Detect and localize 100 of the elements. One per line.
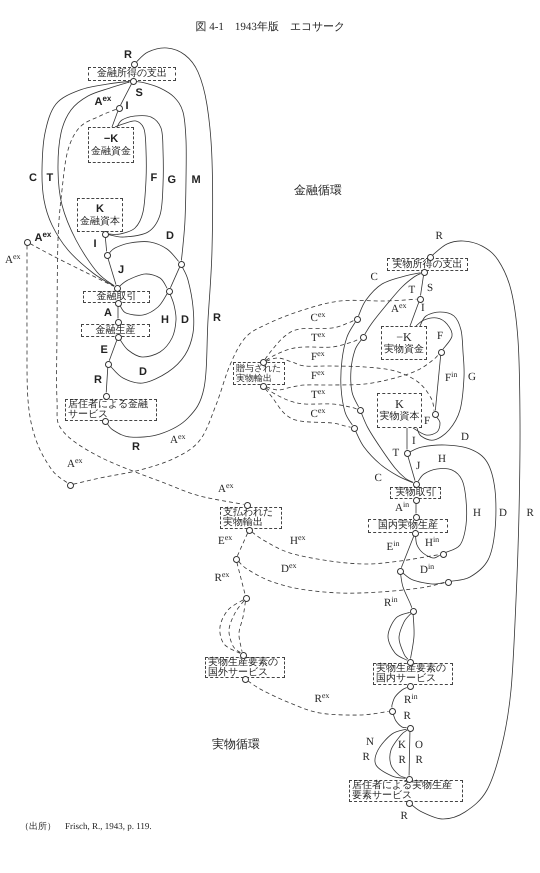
junction-circle xyxy=(420,268,428,276)
flow-label: R xyxy=(436,230,443,242)
connector-line xyxy=(411,240,520,820)
connector-line xyxy=(391,687,408,708)
box-symbol: K xyxy=(96,202,104,216)
connector-line xyxy=(108,258,116,286)
flow-label: D$^{in}$ xyxy=(420,564,434,576)
flow-label: T$^{ex}$ xyxy=(311,332,326,344)
junction-circle xyxy=(130,60,138,68)
junction-circle xyxy=(360,334,366,340)
junction-circle xyxy=(444,578,452,586)
connector-line xyxy=(392,714,407,728)
dashed-connector xyxy=(266,388,358,410)
junction-circle xyxy=(406,658,414,666)
dashed-connector xyxy=(266,358,435,411)
connector-line xyxy=(406,428,408,450)
connector-line xyxy=(170,266,180,288)
junction-circle xyxy=(242,676,248,682)
flow-label: C xyxy=(29,172,37,184)
connector-line xyxy=(361,412,414,483)
flow-label: F xyxy=(424,415,430,427)
connector-line xyxy=(108,340,118,362)
connector-line xyxy=(355,430,414,483)
flow-label: G xyxy=(168,174,176,186)
box-label: 実物資本 xyxy=(380,411,420,423)
junction-circle xyxy=(166,288,172,294)
connector-line xyxy=(412,416,440,436)
connector-line xyxy=(350,340,362,408)
junction-circle xyxy=(438,348,444,356)
connector-line xyxy=(388,612,410,661)
dashed-box xyxy=(88,127,134,163)
connector-line xyxy=(110,266,194,384)
dashed-connector xyxy=(219,600,244,654)
flow-label: R$^{in}$ xyxy=(404,694,418,706)
dashed-connector xyxy=(238,560,445,594)
connector-line xyxy=(120,293,168,316)
box-symbol: −K xyxy=(396,330,412,344)
junction-circle xyxy=(116,104,122,112)
section-heading: 実物循環 xyxy=(212,738,260,750)
connector-line xyxy=(410,444,496,582)
flow-label: D xyxy=(166,230,174,242)
dashed-connector xyxy=(228,600,244,654)
source-note: （出所） Frisch, R., 1943, p. 119. xyxy=(20,820,152,832)
flow-label: R xyxy=(400,810,408,822)
connector-line xyxy=(408,456,416,482)
dashed-box xyxy=(77,198,123,232)
flow-label: D xyxy=(461,431,469,443)
dashed-connector xyxy=(264,388,351,428)
connector-line xyxy=(340,322,356,426)
flow-label: A$^{ex}$ xyxy=(67,458,83,470)
box-label: 金融資本 xyxy=(80,216,120,228)
flow-label: C xyxy=(374,472,382,484)
flow-label: T$^{ex}$ xyxy=(311,388,326,400)
flow-label: I xyxy=(94,238,97,250)
box-label: 実物資金 xyxy=(384,344,424,356)
junction-circle xyxy=(114,300,122,306)
junction-circle xyxy=(114,284,120,292)
flow-label: I xyxy=(412,435,416,447)
junction-circle xyxy=(246,526,252,534)
dashed-box xyxy=(381,326,427,360)
connector-line xyxy=(106,48,213,438)
flow-label: H$^{ex}$ xyxy=(290,535,306,547)
connector-line xyxy=(434,355,442,411)
flow-label: I xyxy=(421,302,425,314)
flow-label: R$^{in}$ xyxy=(384,597,398,609)
connector-line xyxy=(416,312,465,441)
flow-label: A xyxy=(104,307,112,319)
junction-circle xyxy=(114,334,122,340)
figure-title: 図 4-1 1943年版 エコサーク xyxy=(196,21,345,33)
junction-circle xyxy=(242,594,250,602)
flow-label: E$^{ex}$ xyxy=(218,535,232,547)
junction-circle xyxy=(114,318,122,326)
flow-label: K xyxy=(398,739,406,751)
flow-label: J xyxy=(118,264,124,276)
flow-label: R xyxy=(132,441,140,453)
flow-label: R$^{ex}$ xyxy=(314,693,330,705)
flow-label: A$^{in}$ xyxy=(395,502,410,514)
flow-label: J xyxy=(416,460,420,472)
junction-circle xyxy=(412,480,420,488)
flow-label: R xyxy=(124,49,132,61)
junction-circle xyxy=(412,514,420,520)
junction-circle xyxy=(432,410,438,418)
box-symbol: −K xyxy=(104,132,118,146)
junction-circle xyxy=(24,238,30,246)
dashed-connector xyxy=(264,320,354,360)
junction-circle xyxy=(350,424,358,432)
flow-label: S xyxy=(136,87,143,99)
flow-label: D xyxy=(499,507,507,519)
flow-label: T xyxy=(392,447,400,459)
flow-label: A$^{ex}$ xyxy=(94,96,112,108)
connector-line xyxy=(410,614,414,659)
connector-line xyxy=(120,84,132,106)
junction-circle xyxy=(244,502,250,508)
junction-circle xyxy=(102,230,108,238)
dashed-connector xyxy=(56,108,244,505)
flow-label: A$^{ex}$ xyxy=(5,254,21,266)
flow-label: D xyxy=(181,314,189,326)
flow-label: F xyxy=(437,330,444,342)
connector-line xyxy=(108,115,164,238)
junction-circle xyxy=(104,252,110,258)
